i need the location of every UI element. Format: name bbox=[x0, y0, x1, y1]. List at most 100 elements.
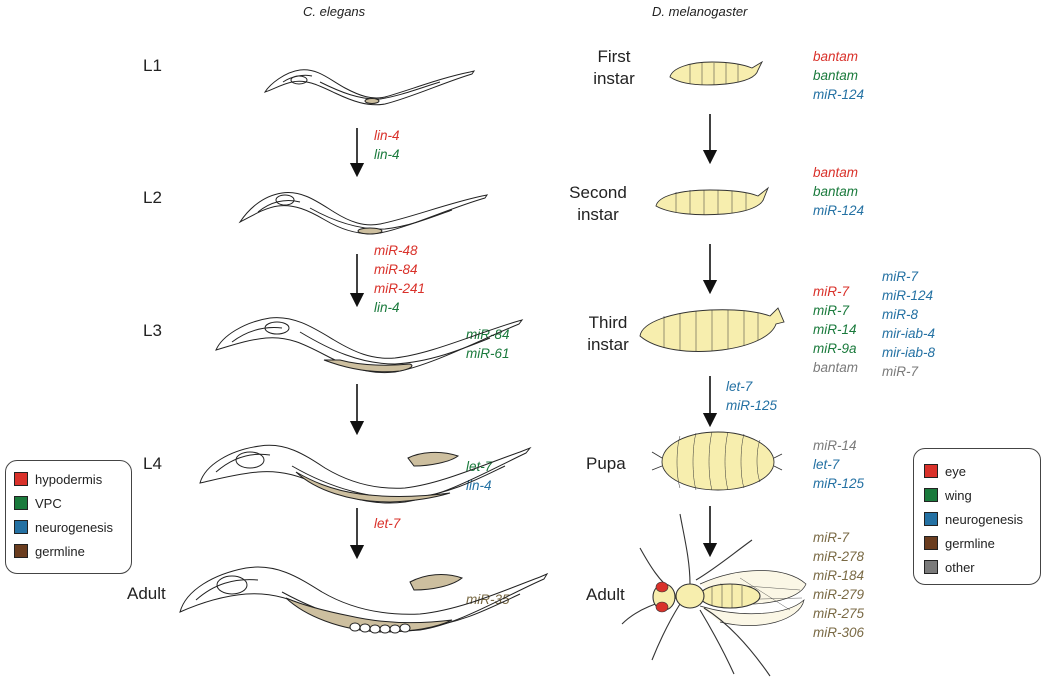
mirna-label: miR-279 bbox=[813, 587, 865, 602]
mirna-label: let-7 bbox=[466, 459, 493, 474]
fly-stage-first-instar: First instar bbox=[584, 46, 644, 90]
legend-swatch bbox=[14, 472, 28, 486]
mirna-label: miR-14 bbox=[813, 322, 857, 337]
legend-swatch bbox=[924, 488, 938, 502]
legend-item: wing bbox=[924, 483, 1040, 507]
legend-swatch bbox=[14, 496, 28, 510]
mirna-label: miR-84 bbox=[466, 327, 510, 342]
fly-mirna-list-third-pupa: let-7 miR-125 bbox=[726, 377, 777, 415]
mirna-label: miR-14 bbox=[813, 438, 857, 453]
legend-swatch bbox=[924, 512, 938, 526]
legend-swatch bbox=[14, 544, 28, 558]
mirna-label: bantam bbox=[813, 360, 859, 375]
legend-label: eye bbox=[945, 463, 966, 479]
fly-stage-third-line2: instar bbox=[587, 335, 629, 354]
fly-mirna-list-third-b: miR-7 miR-124 miR-8 mir-iab-4 mir-iab-8 miR-7 bbox=[882, 267, 935, 381]
fly-stage-first-line2: instar bbox=[593, 69, 635, 88]
mirna-label: miR-125 bbox=[726, 398, 778, 413]
fly-stage-pupa: Pupa bbox=[586, 454, 626, 473]
mirna-label: miR-48 bbox=[374, 243, 418, 258]
mirna-label: bantam bbox=[813, 165, 859, 180]
worm-mirna-list-l2-l3: miR-48 miR-84 miR-241 lin-4 bbox=[374, 241, 425, 317]
legend-swatch bbox=[14, 520, 28, 534]
legend-label: hypodermis bbox=[35, 471, 103, 487]
mirna-label: miR-278 bbox=[813, 549, 865, 564]
mirna-label: let-7 bbox=[813, 457, 840, 472]
mirna-label: let-7 bbox=[374, 516, 401, 531]
mirna-label: miR-275 bbox=[813, 606, 865, 621]
mirna-label: lin-4 bbox=[466, 478, 492, 493]
fly-first-instar-drawing bbox=[669, 60, 764, 86]
legend-item: eye bbox=[924, 459, 1040, 483]
mirna-label: lin-4 bbox=[374, 147, 400, 162]
fly-stage-second-line1: Second bbox=[569, 183, 627, 202]
mirna-label: miR-241 bbox=[374, 281, 426, 296]
worm-mirna-list-l4: let-7 lin-4 bbox=[466, 457, 492, 495]
mirna-label: miR-306 bbox=[813, 625, 865, 640]
fly-adult-drawing bbox=[621, 513, 807, 677]
worm-stage-l1: L1 bbox=[143, 56, 162, 75]
worm-stage-l4: L4 bbox=[143, 454, 162, 473]
mirna-label: bantam bbox=[813, 184, 859, 199]
legend-item: VPC bbox=[14, 491, 131, 515]
legend-item: hypodermis bbox=[14, 467, 131, 491]
legend-item: other bbox=[924, 555, 1040, 579]
mirna-label: lin-4 bbox=[374, 128, 400, 143]
mirna-label: miR-7 bbox=[813, 303, 849, 318]
mirna-label: miR-84 bbox=[374, 262, 418, 277]
legend-label: wing bbox=[945, 487, 972, 503]
fly-stage-second-line2: instar bbox=[577, 205, 619, 224]
mirna-label: miR-8 bbox=[882, 307, 918, 322]
worm-stage-adult: Adult bbox=[127, 584, 166, 603]
column-header-c-elegans: C. elegans bbox=[303, 4, 366, 19]
worm-stage-l2: L2 bbox=[143, 188, 162, 207]
mirna-label: miR-35 bbox=[466, 592, 510, 607]
legend-swatch bbox=[924, 560, 938, 574]
legend-item: neurogenesis bbox=[924, 507, 1040, 531]
mirna-label: miR-124 bbox=[882, 288, 934, 303]
mirna-label: miR-7 bbox=[813, 284, 849, 299]
mirna-label: let-7 bbox=[726, 379, 753, 394]
mirna-label: bantam bbox=[813, 49, 859, 64]
worm-l1-drawing bbox=[263, 69, 476, 106]
legend-swatch bbox=[924, 464, 938, 478]
mirna-label: miR-184 bbox=[813, 568, 865, 583]
fly-stage-third-instar: Third instar bbox=[580, 312, 636, 356]
fly-stage-adult: Adult bbox=[586, 585, 625, 604]
fly-pupa-drawing bbox=[651, 431, 783, 491]
legend-label: other bbox=[945, 559, 975, 575]
mirna-label: mir-iab-8 bbox=[882, 345, 936, 360]
mirna-label: miR-61 bbox=[466, 346, 510, 361]
fly-mirna-list-third-a: miR-7 miR-7 miR-14 miR-9a bantam bbox=[813, 282, 858, 377]
legend-item: germline bbox=[14, 539, 131, 563]
fly-stage-third-line1: Third bbox=[588, 313, 628, 332]
legend-label: neurogenesis bbox=[945, 511, 1024, 527]
legend-label: germline bbox=[35, 543, 85, 559]
fly-second-instar-drawing bbox=[655, 186, 770, 216]
fly-third-instar-drawing bbox=[639, 307, 785, 352]
mirna-label: miR-9a bbox=[813, 341, 857, 356]
mirna-label: miR-7 bbox=[813, 530, 849, 545]
fly-stage-second-instar: Second instar bbox=[566, 182, 630, 226]
mirna-label: miR-7 bbox=[882, 364, 918, 379]
mirna-label: miR-124 bbox=[813, 87, 865, 102]
fly-stage-first-line1: First bbox=[597, 47, 631, 66]
worm-mirna-list-l3: miR-84 miR-61 bbox=[466, 325, 510, 363]
legend-swatch bbox=[924, 536, 938, 550]
mirna-label: miR-124 bbox=[813, 203, 865, 218]
worm-l2-drawing bbox=[238, 192, 489, 235]
legend-label: neurogenesis bbox=[35, 519, 114, 535]
fly-mirna-list-second: bantam bantam miR-124 bbox=[813, 163, 864, 220]
fly-mirna-list-adult: miR-7 miR-278 miR-184 miR-279 miR-275 miR-306 bbox=[813, 528, 864, 642]
worm-mirna-list-l4-adult: let-7 bbox=[374, 514, 400, 533]
mirna-label: lin-4 bbox=[374, 300, 400, 315]
worm-mirna-list-adult: miR-35 bbox=[466, 590, 510, 609]
mirna-label: mir-iab-4 bbox=[882, 326, 936, 341]
mirna-label: miR-7 bbox=[882, 269, 918, 284]
worm-stage-l3: L3 bbox=[143, 321, 162, 340]
